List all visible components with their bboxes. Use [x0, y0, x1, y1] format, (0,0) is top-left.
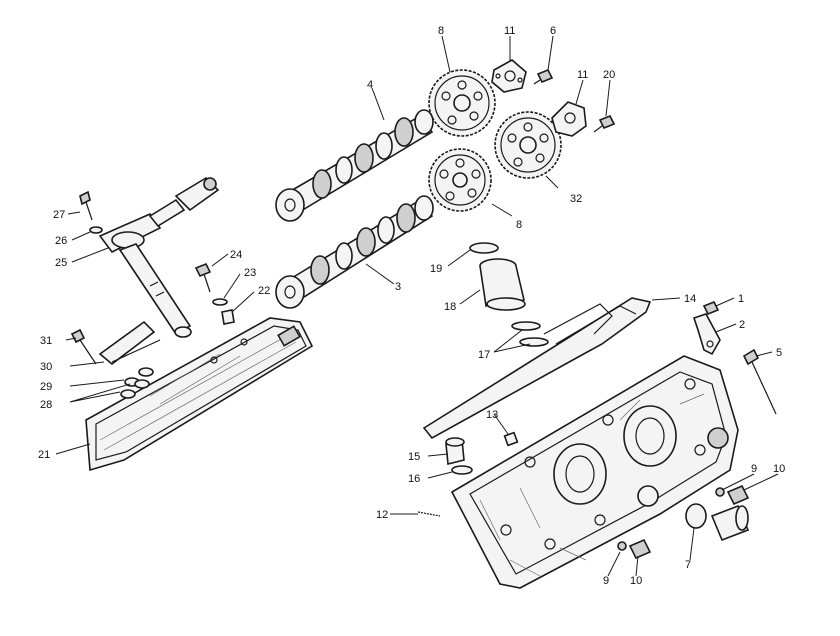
cylinder-head	[450, 355, 739, 589]
callout-1: 1	[738, 293, 744, 305]
timing-pulley-8-lower	[428, 148, 492, 212]
callout-5: 5	[776, 347, 782, 359]
callout-8: 8	[438, 25, 444, 37]
sensor-bracket-25	[98, 213, 192, 338]
callout-20: 20	[603, 69, 615, 81]
sensor-10a	[726, 484, 750, 506]
callout-2: 2	[739, 319, 745, 331]
callout-15: 15	[408, 451, 420, 463]
callout-27: 27	[53, 209, 65, 221]
washer-9b	[617, 541, 627, 551]
callout-9: 9	[603, 575, 609, 587]
callout-11: 11	[504, 25, 515, 37]
callout-14: 14	[684, 293, 696, 305]
sensor-10b	[628, 538, 652, 560]
plug-13	[503, 431, 519, 447]
o-rings-17	[511, 321, 549, 347]
spacers-28-29	[120, 367, 154, 399]
callout-24: 24	[230, 249, 242, 261]
callout-25: 25	[55, 257, 67, 269]
callout-11: 11	[577, 69, 588, 81]
union-fitting	[710, 504, 750, 542]
callout-21: 21	[38, 449, 50, 461]
callout-6: 6	[550, 25, 556, 37]
callout-22: 22	[258, 285, 270, 297]
gasket-14	[422, 297, 652, 440]
callout-29: 29	[40, 381, 52, 393]
bush-18	[479, 258, 526, 311]
seal-ring-19	[469, 242, 499, 254]
callout-4: 4	[367, 79, 373, 91]
callout-7: 7	[685, 559, 691, 571]
camshaft-4	[275, 109, 434, 222]
callout-9: 9	[751, 463, 757, 475]
callout-labels: 8 11 6 11 20 4 32 8 27 26 25 24 23 22 3 …	[38, 25, 785, 587]
callout-23: 23	[244, 267, 256, 279]
callout-26: 26	[55, 235, 67, 247]
callout-12: 12	[376, 509, 388, 521]
screw-20	[593, 114, 616, 133]
callout-18: 18	[444, 301, 456, 313]
timing-pulley-8-upper	[428, 69, 496, 137]
callout-32: 32	[570, 193, 582, 205]
bracket-30	[98, 320, 161, 366]
o-ring-7	[685, 503, 707, 529]
callout-28: 28	[40, 399, 52, 411]
washer-26	[89, 226, 103, 234]
washer-16	[451, 465, 473, 475]
screw-27	[79, 190, 93, 221]
leader-lines	[55, 35, 779, 577]
sensor-connector	[148, 176, 220, 228]
callout-8: 8	[516, 219, 522, 231]
bushing-15	[445, 437, 465, 466]
retaining-plate-11-lower	[551, 101, 587, 137]
callout-13: 13	[486, 409, 498, 421]
callout-31: 31	[40, 335, 52, 347]
callout-30: 30	[40, 361, 52, 373]
screw-24	[194, 262, 212, 293]
callout-16: 16	[408, 473, 420, 485]
washer-23	[212, 298, 228, 306]
screw-31	[70, 328, 97, 365]
bolt-5	[742, 348, 777, 415]
stud-12	[417, 511, 441, 517]
callout-17: 17	[478, 349, 490, 361]
retaining-plate-11-upper	[491, 59, 527, 93]
callout-10: 10	[630, 575, 642, 587]
screw-1	[702, 300, 720, 316]
timing-pulley-32	[494, 111, 562, 179]
bracket-2	[692, 313, 721, 356]
grommet-22	[221, 309, 235, 325]
callout-10: 10	[773, 463, 785, 475]
camshaft-3	[275, 195, 434, 309]
callout-3: 3	[395, 281, 401, 293]
screw-6	[533, 68, 554, 85]
cam-cover-21	[85, 317, 314, 472]
callout-19: 19	[430, 263, 442, 275]
